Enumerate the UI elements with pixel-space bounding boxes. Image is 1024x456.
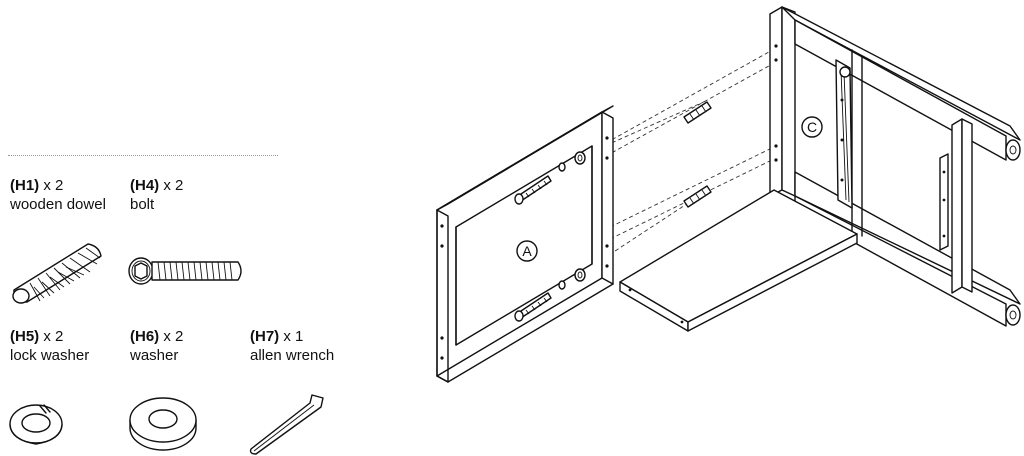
lock-washer-icon (9, 404, 63, 445)
part-code: (H7) (250, 328, 280, 345)
part-name: bolt (130, 196, 155, 213)
part-name: allen wrench (250, 347, 335, 364)
panel-c: C (769, 6, 1021, 327)
panel-a-label: A (522, 243, 532, 259)
part-h4: (H4) x 2 bolt (130, 176, 183, 214)
divider-line (8, 155, 278, 156)
part-name: lock washer (10, 347, 90, 364)
panel-a: A (436, 105, 614, 383)
bolt-icon (128, 257, 242, 285)
part-name: washer (130, 347, 179, 364)
part-h5: (H5) x 2 lock washer (10, 327, 89, 365)
part-qty: x 2 (159, 177, 184, 194)
part-h1: (H1) x 2 wooden dowel (10, 176, 106, 214)
panel-a-label-circle (516, 240, 538, 262)
panel-c-label-circle (801, 116, 823, 138)
washer-icon (129, 397, 197, 451)
bottom-board (619, 189, 858, 332)
part-h7: (H7) x 1 allen wrench (250, 327, 334, 365)
part-code: (H5) (10, 328, 40, 345)
part-qty: x 1 (279, 328, 304, 345)
part-qty: x 2 (159, 328, 184, 345)
part-h6: (H6) x 2 washer (130, 327, 183, 365)
floating-dowel-icon (683, 185, 712, 208)
part-qty: x 2 (39, 328, 64, 345)
part-name: wooden dowel (10, 196, 106, 213)
part-code: (H4) (130, 177, 160, 194)
floating-dowel-icon (683, 101, 712, 124)
part-code: (H6) (130, 328, 160, 345)
part-qty: x 2 (39, 177, 64, 194)
wooden-dowel-icon (12, 243, 102, 304)
part-code: (H1) (10, 177, 40, 194)
allen-wrench-icon (249, 394, 324, 455)
panel-c-label: C (807, 119, 817, 135)
